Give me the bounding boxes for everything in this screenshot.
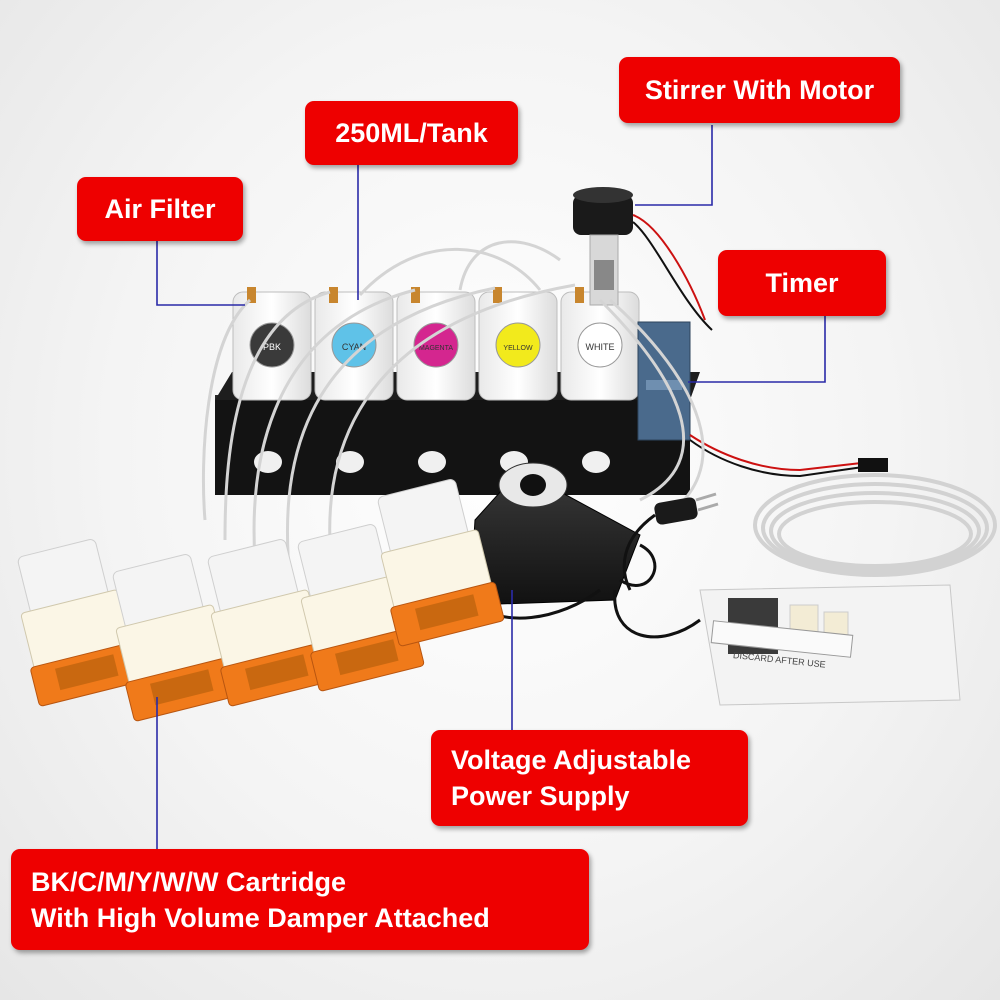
ink-color-dot [577,322,623,368]
tank-label: PBK [263,342,281,352]
spare-tube-coil [753,473,997,577]
ink-color-dot [331,322,377,368]
ink-tank: MAGENTA [396,287,476,401]
leader-timer [688,315,826,383]
tank-label: CYAN [342,342,366,352]
label-timer: Timer [718,250,886,316]
power-supply-line-1: Voltage Adjustable [451,745,692,775]
tank-label: WHITE [586,342,615,352]
air-filter-plug [493,287,502,303]
label-air-filter: Air Filter [77,177,243,241]
ink-tank: CYAN [314,287,394,401]
cartridge [207,539,335,707]
cartridge [297,524,425,692]
air-filter-plug [575,287,584,303]
ink-color-dot [249,322,295,368]
cartridge [112,554,240,722]
leader-stirrer [635,125,713,206]
cartridge-line-1: BK/C/M/Y/W/W Cartridge [31,866,346,897]
cartridges [17,479,505,722]
tank-label: MAGENTA [419,345,453,352]
accessory-bag: DISCARD AFTER USE [699,584,961,706]
ink-color-dot [495,322,541,368]
ink-tank: YELLOW [478,287,558,401]
leader-air-filter [156,240,245,306]
air-filter-plug [411,287,420,303]
ink-tanks: PBK CYAN MAGENTA YELLOW WHITE [232,287,640,401]
air-filter-plug [247,287,256,303]
ink-tank: PBK [232,287,312,401]
ink-color-dot [413,322,459,368]
cartridge [377,479,505,647]
cartridge-line-2: With High Volume Damper Attached [31,902,490,933]
label-stirrer-with-motor: Stirrer With Motor [619,57,900,123]
label-power-supply: Voltage Adjustable Power Supply [431,730,748,826]
tank-label: YELLOW [503,345,533,352]
air-filter-plug [329,287,338,303]
cartridge [17,539,145,707]
label-tank-capacity: 250ML/Tank [305,101,518,165]
stirrer-motor [573,187,713,331]
power-supply-line-2: Power Supply [451,781,630,811]
label-cartridge: BK/C/M/Y/W/W Cartridge With High Volume … [11,849,589,950]
euro-plug [622,492,719,591]
leader-lines [156,125,826,850]
